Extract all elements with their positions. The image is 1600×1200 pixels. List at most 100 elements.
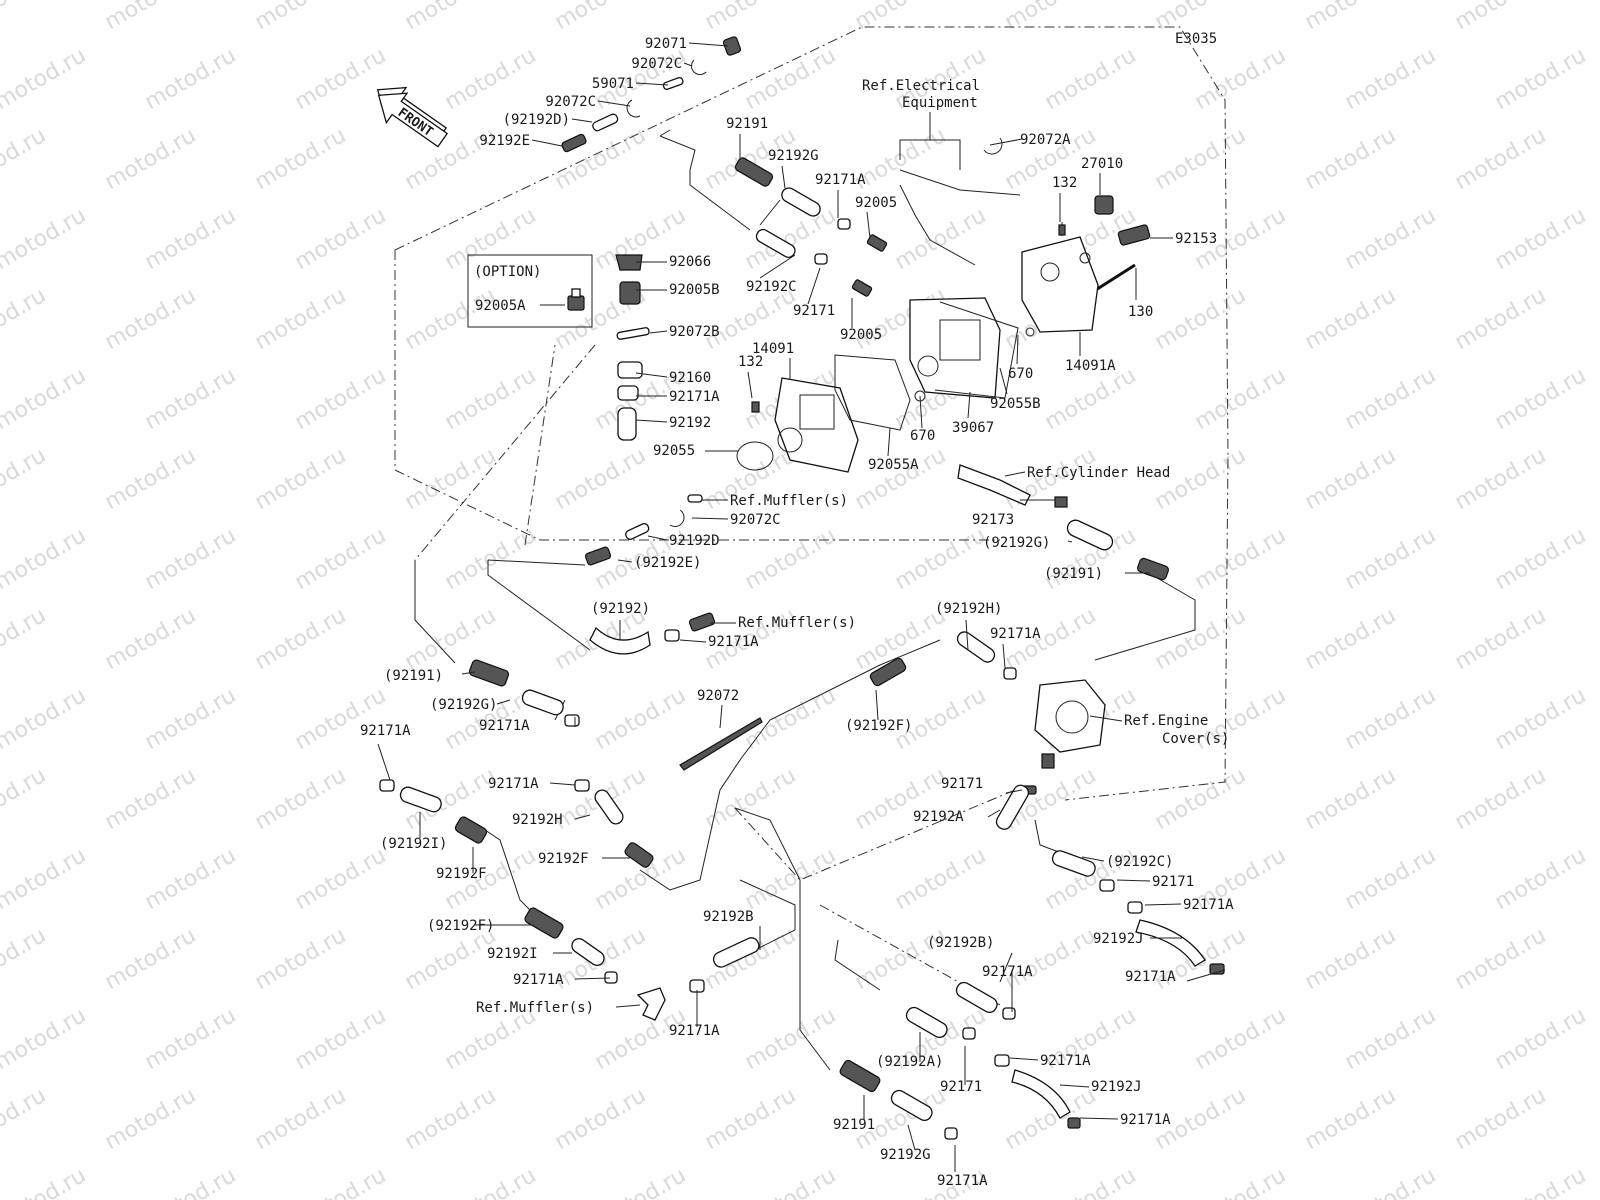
watermark-text: motod.ru: [0, 843, 90, 915]
watermark-text: motod.ru: [101, 763, 201, 835]
watermark-text: motod.ru: [701, 0, 801, 35]
part-label: 92192B: [703, 909, 754, 925]
leader-line: [887, 427, 891, 457]
watermark-text: motod.ru: [1491, 683, 1591, 755]
leader-line: [377, 743, 391, 781]
part-label: 92171A: [708, 634, 759, 650]
leader-line: [1067, 540, 1073, 543]
watermark-text: motod.ru: [1491, 363, 1591, 435]
watermark-text: motod.ru: [1451, 123, 1551, 195]
watermark-text: motod.ru: [1191, 1003, 1291, 1075]
watermark-text: motod.ru: [1451, 1083, 1551, 1155]
part-label: 92171A: [488, 776, 539, 792]
watermark-text: motod.ru: [441, 363, 541, 435]
watermark-text: motod.ru: [0, 1163, 90, 1200]
watermark-text: motod.ru: [1151, 0, 1251, 35]
part-label: 92171A: [669, 1023, 720, 1039]
part-label: 92072C: [545, 94, 596, 110]
watermark-text: motod.ru: [441, 43, 541, 115]
part-label: 92171: [940, 1079, 982, 1095]
part-label: (92192H): [935, 601, 1002, 617]
part-label: (92192B): [927, 935, 994, 951]
watermark-text: motod.ru: [1451, 923, 1551, 995]
watermark-text: motod.ru: [1301, 923, 1401, 995]
watermark-text: motod.ru: [551, 123, 651, 195]
part-label: (92191): [1044, 566, 1103, 582]
watermark-text: motod.ru: [141, 523, 241, 595]
assembly-boundary: [394, 26, 1229, 801]
leader-line: [496, 699, 511, 705]
watermark-text: motod.ru: [0, 123, 50, 195]
leader-line: [531, 139, 563, 147]
part-label: 92072A: [1020, 132, 1071, 148]
watermark-text: motod.ru: [141, 203, 241, 275]
watermark-text: motod.ru: [101, 603, 201, 675]
watermark-text: motod.ru: [1451, 283, 1551, 355]
leader-line: [461, 671, 476, 675]
part-label: 92192F: [538, 851, 589, 867]
watermark-text: motod.ru: [1191, 43, 1291, 115]
watermark-text: motod.ru: [1151, 283, 1251, 355]
part-label: Ref.Cylinder Head: [1027, 465, 1170, 481]
diagram-code: E3035: [1175, 31, 1217, 47]
watermark-text: motod.ru: [141, 683, 241, 755]
leader-line: [1059, 1084, 1090, 1088]
part-label: 92171: [941, 776, 983, 792]
watermark-text: motod.ru: [141, 1003, 241, 1075]
part-label: 92171A: [1120, 1112, 1171, 1128]
part-label: 92171A: [669, 389, 720, 405]
leader-line: [635, 372, 668, 378]
watermark-text: motod.ru: [141, 43, 241, 115]
watermark-text: motod.ru: [0, 0, 50, 35]
inner-boundary: [524, 344, 556, 546]
leader-line: [691, 517, 729, 520]
center-parts: [584, 464, 1169, 795]
leader-line: [1016, 334, 1019, 365]
leader-line: [919, 395, 923, 429]
part-label: 132: [1052, 175, 1077, 191]
leader-line: [574, 977, 611, 980]
watermark-text: motod.ru: [0, 683, 90, 755]
part-label: (92192F): [427, 918, 494, 934]
watermark-text: motod.ru: [251, 1083, 351, 1155]
part-label: 92171: [1152, 874, 1194, 890]
leader-line: [781, 165, 786, 189]
leader-line: [1005, 789, 1023, 794]
watermark-text: motod.ru: [1341, 843, 1441, 915]
watermark-text: motod.ru: [0, 523, 90, 595]
part-label: (92192E): [634, 555, 701, 571]
leader-line: [987, 809, 1001, 818]
watermark-text: motod.ru: [101, 923, 201, 995]
watermark-text: motod.ru: [101, 0, 201, 35]
part-label: 670: [910, 428, 935, 444]
part-label: (92192C): [1106, 854, 1173, 870]
part-label: 92192J: [1093, 931, 1144, 947]
part-label: Ref.Engine: [1124, 713, 1208, 729]
watermark-text: motod.ru: [251, 763, 351, 835]
watermark-text: motod.ru: [891, 203, 991, 275]
leader-line: [719, 704, 723, 729]
watermark-text: motod.ru: [141, 843, 241, 915]
watermark-text: motod.ru: [551, 0, 651, 35]
watermark-text: motod.ru: [1191, 1163, 1291, 1200]
part-label: (92192D): [503, 112, 570, 128]
watermark-text: motod.ru: [1451, 0, 1551, 35]
option-box: (OPTION) 92005A: [467, 254, 593, 328]
leader-line: [635, 82, 669, 86]
watermark-text: motod.ru: [1001, 923, 1101, 995]
watermark-text: motod.ru: [101, 1083, 201, 1155]
part-label: 92192C: [746, 279, 797, 295]
watermark-text: motod.ru: [401, 283, 501, 355]
watermark-text: motod.ru: [1041, 1163, 1141, 1200]
watermark-text: motod.ru: [1001, 0, 1101, 35]
watermark-text: motod.ru: [591, 1163, 691, 1200]
part-label: 27010: [1081, 156, 1123, 172]
watermark-text: motod.ru: [741, 523, 841, 595]
leader-line: [615, 1004, 641, 1008]
part-label: 92055A: [868, 457, 919, 473]
watermark-text: motod.ru: [741, 1163, 841, 1200]
watermark-text: motod.ru: [1301, 443, 1401, 515]
part-label: Ref.Muffler(s): [476, 1000, 594, 1016]
part-label: (92192F): [845, 718, 912, 734]
part-label: Ref.Electrical: [862, 78, 980, 94]
